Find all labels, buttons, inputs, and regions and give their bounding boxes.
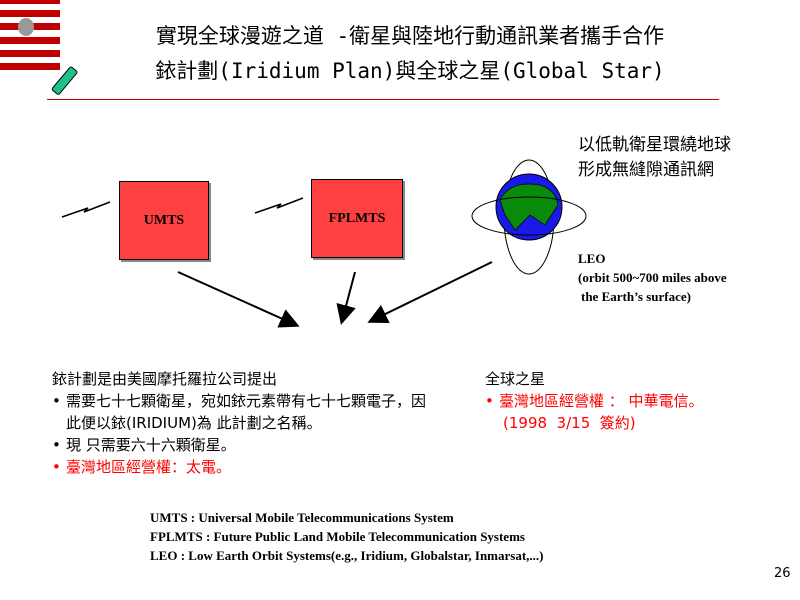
globalstar-bullet: 臺灣地區經營權 ： 中華電信。 <box>485 390 775 412</box>
globe-icon <box>471 159 587 275</box>
signal-bolt-icon <box>61 201 111 218</box>
iridium-section: 銥計劃是由美國摩托羅拉公司提出 需要七十七顆衛星，宛如銥元素帶有七十七顆電子，因… <box>52 368 452 478</box>
glossary-item: UMTS : Universal Mobile Telecommunicatio… <box>150 510 454 525</box>
seal-icon <box>18 18 34 36</box>
globalstar-heading: 全球之星 <box>485 370 546 388</box>
globalstar-section: 全球之星 臺灣地區經營權 ： 中華電信。 (1998 3/15 簽約) <box>485 368 775 434</box>
iridium-bullet: 需要七十七顆衛星，宛如銥元素帶有七十七顆電子，因此便以銥(IRIDIUM)為 此… <box>52 390 436 434</box>
arrow <box>336 271 356 325</box>
globe-caption: 以低軌衛星環繞地球 形成無縫隙通訊網 <box>578 133 731 183</box>
glossary-item: FPLMTS : Future Public Land Mobile Telec… <box>150 529 525 544</box>
glossary: UMTS : Universal Mobile Telecommunicatio… <box>150 508 544 565</box>
leo-orbit-2: the Earth’s surface) <box>581 289 691 304</box>
page-number: 26 <box>774 566 791 581</box>
mobile-phone-icon <box>51 66 78 95</box>
caption-line: 形成無縫隙通訊網 <box>578 160 714 180</box>
leo-orbit: (orbit 500~700 miles above <box>578 270 727 285</box>
leo-label: LEO <box>578 251 606 266</box>
iridium-heading: 銥計劃是由美國摩托羅拉公司提出 <box>52 370 278 388</box>
signal-bolt-icon <box>254 197 304 214</box>
caption-line: 以低軌衛星環繞地球 <box>578 135 731 155</box>
iridium-bullet: 現 只需要六十六顆衛星。 <box>52 434 452 456</box>
iridium-bullet: 臺灣地區經營權：太電。 <box>52 456 452 478</box>
leo-note: LEO (orbit 500~700 miles above the Earth… <box>578 249 727 306</box>
title-divider <box>47 99 719 100</box>
title-line-1: 實現全球漫遊之道 -衛星與陸地行動通訊業者攜手合作 <box>155 24 665 48</box>
umts-box: UMTS <box>119 181 209 260</box>
glossary-item: LEO : Low Earth Orbit Systems(e.g., Irid… <box>150 548 544 563</box>
fplmts-box: FPLMTS <box>311 179 403 258</box>
arrow <box>367 261 493 323</box>
title-line-2: 銥計劃(Iridium Plan)與全球之星(Global Star) <box>155 59 665 83</box>
arrow <box>177 271 300 328</box>
globalstar-date: (1998 3/15 簽約) <box>503 414 636 432</box>
